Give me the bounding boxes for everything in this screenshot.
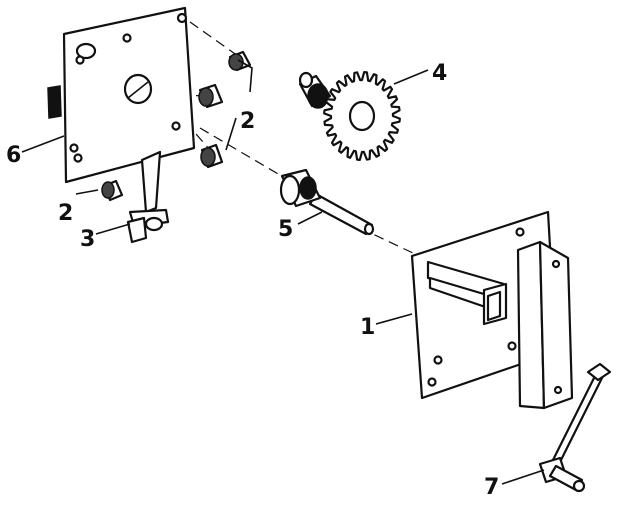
callout-4: 4 <box>432 61 447 86</box>
spacer-part-2-lower <box>200 143 224 169</box>
callout-7: 7 <box>484 475 499 500</box>
shaft-part-5 <box>279 168 375 236</box>
callout-2-left: 2 <box>58 201 73 226</box>
crank-handle-part-7 <box>538 362 612 493</box>
callout-labels: 4 2 2 3 6 5 1 7 <box>6 61 499 500</box>
sprocket-gear-part-4 <box>298 71 401 161</box>
spacer-part-2-left <box>101 179 124 202</box>
bracket-plate-part-1 <box>410 210 574 410</box>
callout-2-upper: 2 <box>240 109 255 134</box>
left-plate-part-6 <box>47 6 196 184</box>
callout-5: 5 <box>278 217 293 242</box>
lever-part-3 <box>126 150 170 244</box>
callout-1: 1 <box>360 315 375 340</box>
spacer-part-2-mid <box>198 83 224 109</box>
leader-lines <box>21 59 545 485</box>
callout-3: 3 <box>80 227 95 252</box>
callout-6: 6 <box>6 143 21 168</box>
